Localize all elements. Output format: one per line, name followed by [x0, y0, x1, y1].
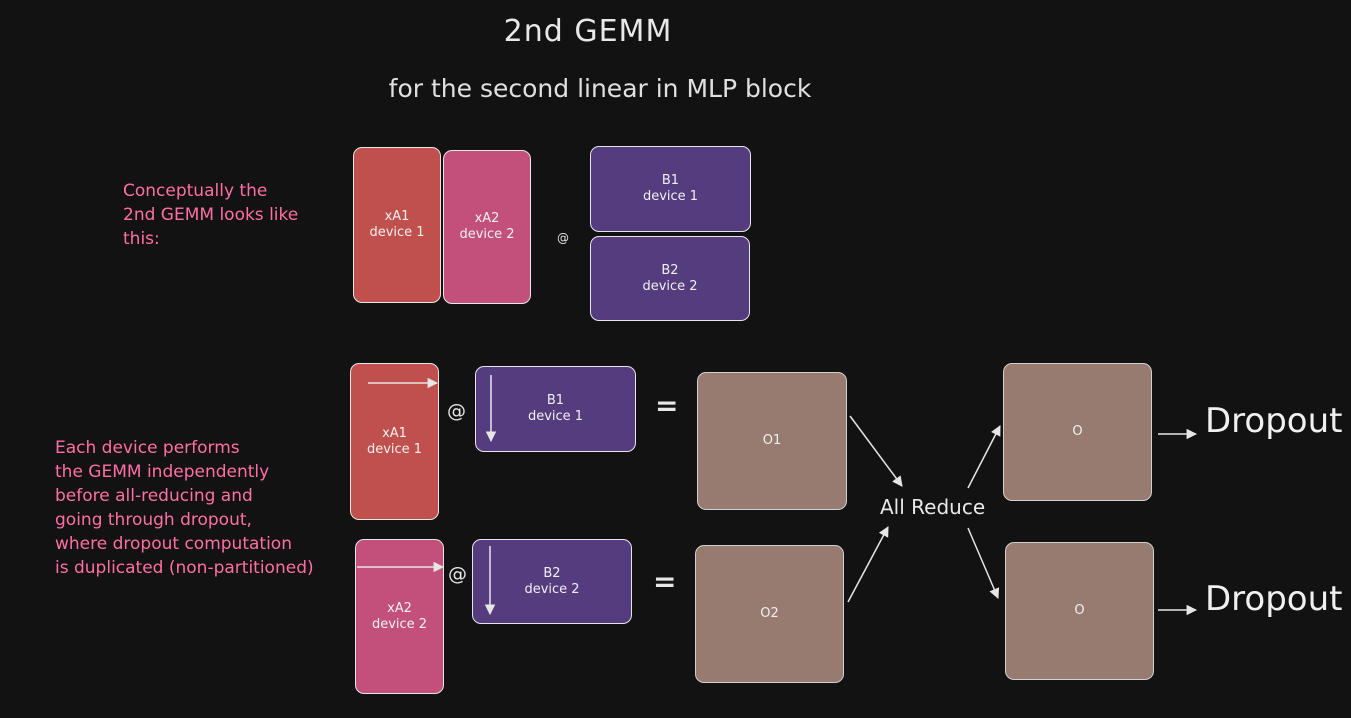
row2-dropout-label: Dropout [1205, 579, 1343, 619]
row2-matmul-operator: @ [448, 563, 467, 585]
concept-xa2-device: device 2 [459, 227, 515, 242]
concept-xa2-block: xA2 device 2 [443, 150, 531, 304]
row2-b-device: device 2 [524, 581, 580, 597]
diagram-title: 2nd GEMM [503, 14, 673, 49]
row2-xa-device: device 2 [371, 616, 428, 632]
row1-xa-name: xA1 [382, 425, 407, 441]
row1-dropout-label: Dropout [1205, 401, 1343, 441]
row1-output-block: O1 [697, 372, 847, 510]
row1-xa-device: device 1 [366, 441, 423, 457]
row2-b-block: B2 device 2 [472, 539, 632, 624]
row1-final-output-label: O [1072, 424, 1083, 439]
concept-xa1-device: device 1 [369, 225, 425, 240]
row1-xa-block: xA1 device 1 [350, 363, 439, 520]
row2-equals-sign: = [653, 565, 677, 598]
row1-b-device: device 1 [527, 409, 584, 424]
concept-b2-device: device 2 [642, 278, 698, 294]
o2-to-allreduce-arrow [847, 526, 889, 603]
o1-to-allreduce-arrow [849, 415, 903, 487]
all-reduce-label: All Reduce [880, 495, 986, 519]
concept-b1-name: B1 [661, 173, 680, 188]
per-device-note: Each device performs the GEMM independen… [55, 438, 314, 578]
concept-b2-name: B2 [661, 262, 679, 278]
diagram-subtitle: for the second linear in MLP block [388, 74, 812, 103]
concept-xa2-name: xA2 [474, 211, 500, 226]
row1-matmul-operator: @ [447, 400, 466, 422]
row1-equals-sign: = [655, 389, 679, 422]
row1-b-block: B1 device 1 [475, 366, 636, 452]
concept-xa1-block: xA1 device 1 [353, 147, 441, 303]
row1-output-label: O1 [762, 433, 782, 448]
allreduce-to-output1-arrow [967, 425, 1001, 489]
row2-b-name: B2 [543, 565, 561, 581]
concept-b1-block: B1 device 1 [590, 146, 751, 232]
row2-xa-name: xA2 [387, 600, 412, 616]
row1-final-output-block: O [1003, 363, 1152, 501]
row2-final-output-block: O [1005, 542, 1154, 680]
concept-b1-device: device 1 [642, 189, 699, 204]
row2-xa-block: xA2 device 2 [355, 539, 444, 694]
row2-final-output-label: O [1074, 603, 1085, 618]
concept-matmul-operator: @ [557, 231, 569, 245]
allreduce-to-output2-arrow [967, 527, 1000, 599]
row2-output-block: O2 [695, 545, 844, 683]
concept-b2-block: B2 device 2 [590, 236, 750, 321]
conceptual-note: Conceptually the 2nd GEMM looks like thi… [123, 181, 299, 249]
row2-output-label: O2 [760, 606, 779, 621]
concept-xa1-name: xA1 [384, 209, 410, 224]
row1-b-name: B1 [546, 393, 565, 408]
